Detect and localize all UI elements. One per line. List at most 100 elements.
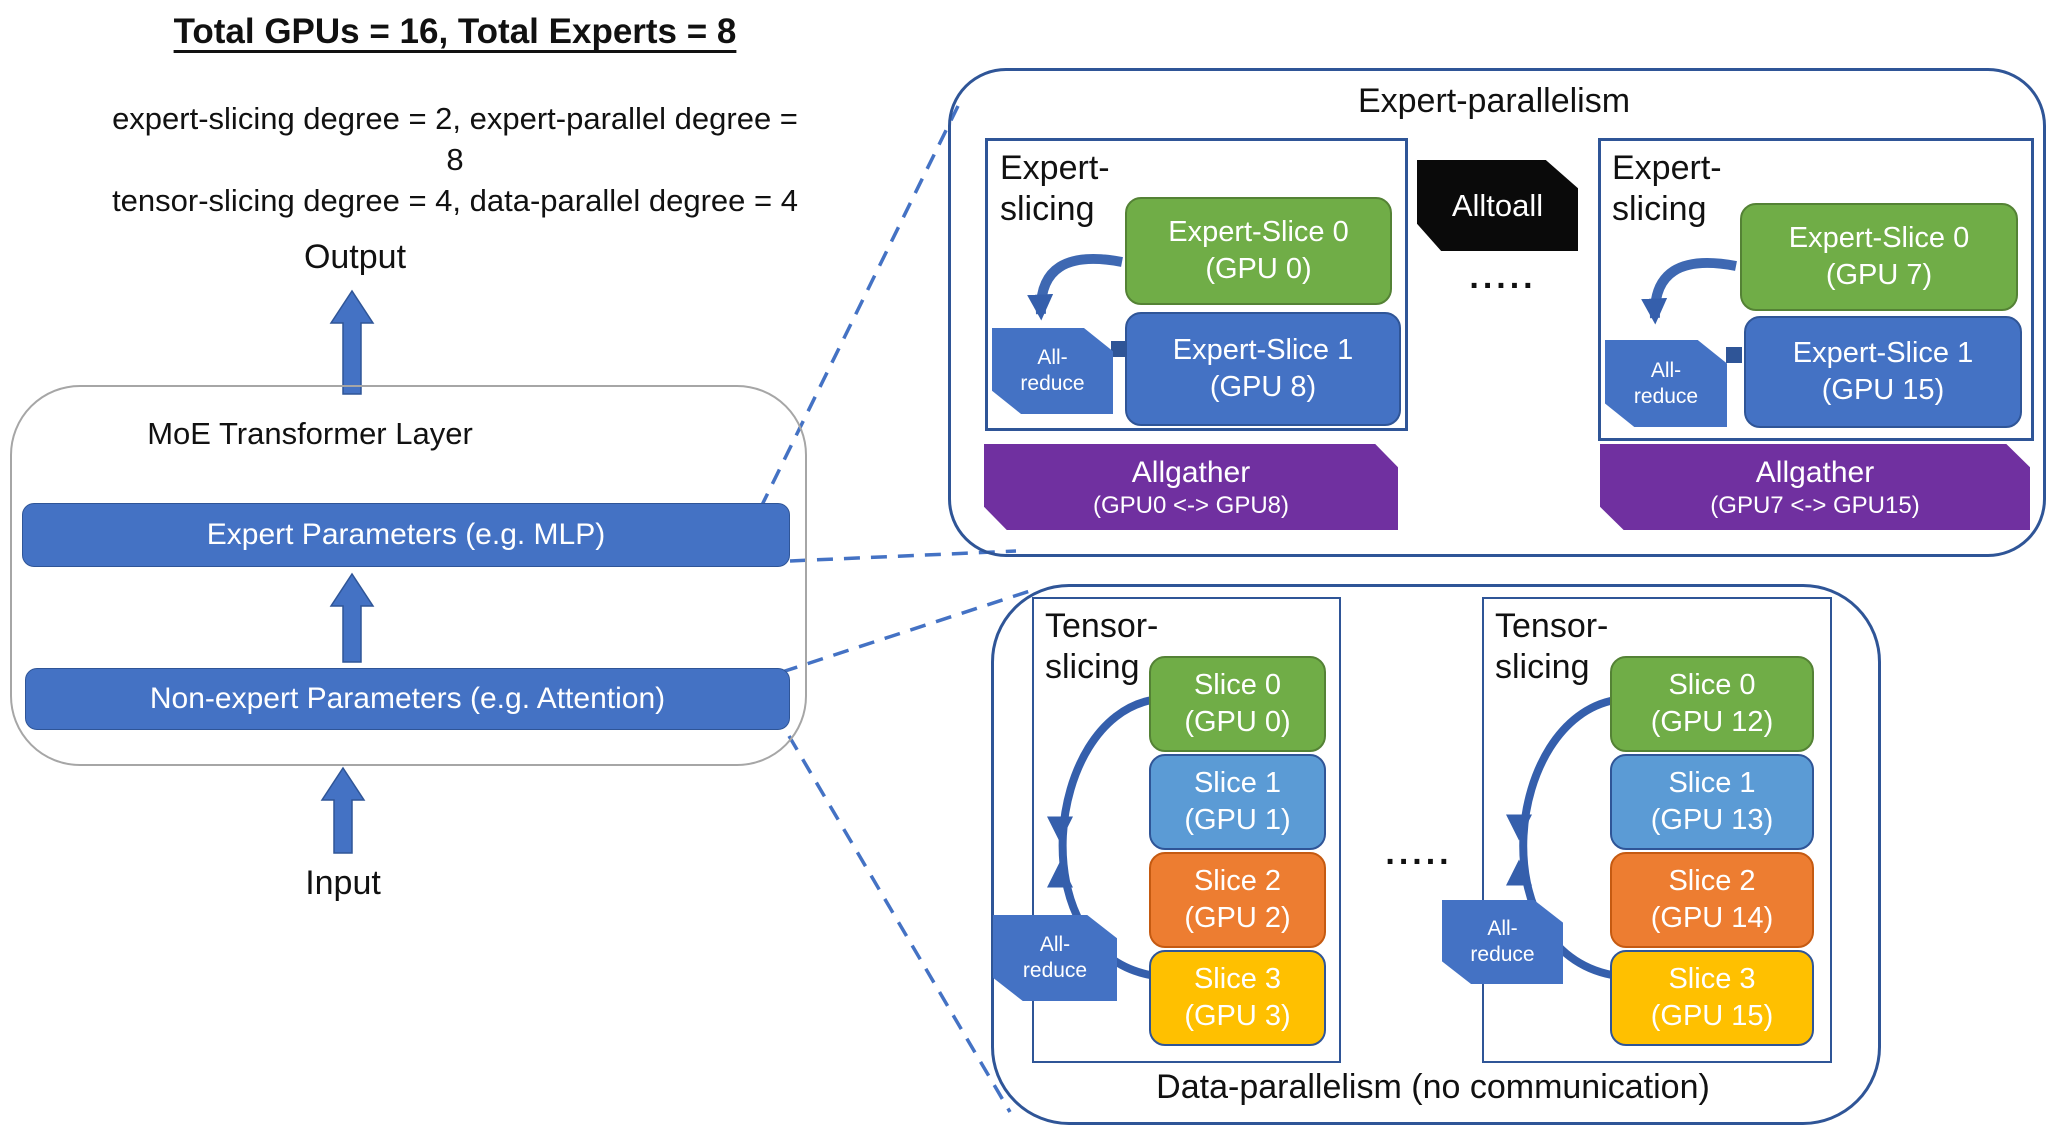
allreduce-badge-tensor-left-line1: All-	[1039, 933, 1071, 956]
tensor-slice-3-gpu15-name: Slice 3	[1668, 963, 1756, 995]
expert-slicing-label-right-line2: slicing	[1612, 190, 1707, 228]
inter-layer-arrow-icon	[329, 572, 375, 663]
expert-slicing-label-left-line1: Expert-	[1000, 149, 1110, 187]
tensor-slicing-label-right-line1: Tensor-	[1495, 607, 1609, 645]
allgather-right-gpus: (GPU7 <-> GPU15)	[1710, 491, 1920, 519]
tensor-slice-1-gpu13-name: Slice 1	[1668, 767, 1756, 799]
config-summary: expert-slicing degree = 2, expert-parall…	[30, 98, 880, 221]
tensor-slice-2-gpu2-gpu: (GPU 2)	[1184, 902, 1291, 934]
tensor-slicing-label-left: Tensor- slicing	[1045, 606, 1158, 688]
ellipsis-expert-groups: .....	[1469, 258, 1537, 296]
tensor-slicing-label-left-line1: Tensor-	[1045, 607, 1159, 645]
config-line-1: expert-slicing degree = 2, expert-parall…	[112, 101, 798, 136]
expert-slice-1-gpu15-name: Expert-Slice 1	[1792, 337, 1974, 369]
tensor-slicing-label-right-line2: slicing	[1495, 648, 1590, 686]
output-arrow-icon	[329, 289, 375, 395]
data-parallelism-title: Data-parallelism (no communication)	[1156, 1068, 1710, 1106]
tensor-slice-1-gpu1-gpu: (GPU 1)	[1184, 804, 1291, 836]
expert-slicing-label-left: Expert- slicing	[1000, 148, 1110, 230]
moe-transformer-layer-box	[10, 385, 807, 766]
expert-slice-0-gpu0-gpu: (GPU 0)	[1205, 253, 1312, 285]
tensor-slice-0-gpu12: Slice 0 (GPU 12)	[1610, 656, 1814, 752]
allgather-left-gpus: (GPU0 <-> GPU8)	[1092, 491, 1290, 519]
output-label: Output	[303, 238, 407, 276]
allgather-left-title: Allgather	[1131, 455, 1251, 489]
tensor-slice-0-gpu12-name: Slice 0	[1668, 669, 1756, 701]
expert-slice-0-gpu0-name: Expert-Slice 0	[1168, 216, 1349, 248]
allreduce-badge-tensor-right-line2: reduce	[1470, 943, 1535, 966]
expert-slice-0-gpu7-gpu: (GPU 7)	[1825, 259, 1933, 291]
expert-parallelism-container	[948, 68, 2046, 557]
expert-parallelism-title: Expert-parallelism	[1357, 82, 1631, 120]
tensor-slice-1-gpu13: Slice 1 (GPU 13)	[1610, 754, 1814, 850]
alltoall-badge: Alltoall	[1417, 160, 1578, 251]
expert-slice-0-gpu7-name: Expert-Slice 0	[1788, 222, 1970, 254]
allreduce-connector-left	[1111, 341, 1127, 357]
allreduce-curved-arrow-right	[1641, 258, 1737, 325]
tensor-slice-2-gpu2-name: Slice 2	[1193, 865, 1282, 897]
expert-parameters-bar: Expert Parameters (e.g. MLP)	[22, 503, 790, 567]
expert-slicing-box-right	[1598, 138, 2034, 441]
allreduce-badge-expert-right: All- reduce	[1605, 340, 1727, 427]
tensor-slice-3-gpu3-gpu: (GPU 3)	[1184, 1000, 1291, 1032]
input-arrow-icon	[320, 766, 366, 854]
expert-slice-0-gpu7: Expert-Slice 0 (GPU 7)	[1740, 203, 2018, 311]
allgather-right-title: Allgather	[1755, 455, 1875, 489]
tensor-slicing-label-left-line2: slicing	[1045, 648, 1140, 686]
tensor-slice-1-gpu1: Slice 1 (GPU 1)	[1149, 754, 1326, 850]
ellipsis-tensor-groups: .....	[1385, 834, 1453, 872]
input-label: Input	[305, 864, 381, 902]
tensor-slicing-box-left	[1032, 597, 1341, 1063]
allreduce-curved-arrow-left	[1027, 254, 1123, 321]
tensor-slice-0-gpu12-gpu: (GPU 12)	[1650, 706, 1774, 738]
allreduce-badge-expert-left-line1: All-	[1037, 346, 1068, 369]
callout-dash-expert-bottom	[789, 549, 1017, 563]
allgather-bar-left: Allgather (GPU0 <-> GPU8)	[984, 444, 1398, 530]
allreduce-badge-tensor-left-line2: reduce	[1022, 959, 1088, 982]
expert-slice-1-gpu15-gpu: (GPU 15)	[1821, 374, 1945, 406]
tensor-slice-3-gpu3: Slice 3 (GPU 3)	[1149, 950, 1326, 1046]
tensor-slice-3-gpu15-gpu: (GPU 15)	[1650, 1000, 1774, 1032]
tensor-slice-3-gpu3-name: Slice 3	[1193, 963, 1282, 995]
expert-slice-1-gpu8-gpu: (GPU 8)	[1209, 371, 1317, 403]
allreduce-connector-right	[1726, 347, 1742, 363]
tensor-slicing-label-right: Tensor- slicing	[1495, 606, 1608, 688]
allreduce-badge-tensor-left: All- reduce	[993, 915, 1117, 1001]
config-line-2: tensor-slicing degree = 4, data-parallel…	[112, 183, 798, 218]
callout-dash-nonexpert-bottom	[787, 735, 1012, 1113]
allgather-bar-right: Allgather (GPU7 <-> GPU15)	[1600, 444, 2030, 530]
tensor-slice-1-gpu1-name: Slice 1	[1193, 767, 1282, 799]
tensor-slice-2-gpu14-name: Slice 2	[1668, 865, 1756, 897]
expert-slice-1-gpu15: Expert-Slice 1 (GPU 15)	[1744, 316, 2022, 428]
allreduce-badge-expert-left-line2: reduce	[1020, 372, 1085, 395]
tensor-slice-0-gpu0: Slice 0 (GPU 0)	[1149, 656, 1326, 752]
allreduce-badge-expert-right-line1: All-	[1650, 358, 1682, 382]
expert-slicing-box-left	[985, 138, 1408, 431]
expert-slicing-label-right: Expert- slicing	[1612, 148, 1722, 230]
allreduce-badge-expert-left: All- reduce	[992, 328, 1113, 414]
callout-dash-expert-top	[760, 105, 960, 506]
page-title: Total GPUs = 16, Total Experts = 8	[173, 12, 737, 51]
expert-slicing-label-left-line2: slicing	[1000, 190, 1095, 228]
expert-slice-0-gpu0: Expert-Slice 0 (GPU 0)	[1125, 197, 1392, 305]
expert-slicing-label-right-line1: Expert-	[1612, 149, 1722, 187]
data-parallelism-container	[991, 584, 1881, 1125]
allreduce-badge-tensor-right-line1: All-	[1487, 917, 1518, 940]
allreduce-badge-expert-right-line2: reduce	[1633, 384, 1699, 408]
expert-slice-1-gpu8: Expert-Slice 1 (GPU 8)	[1125, 312, 1401, 426]
tensor-slice-3-gpu15: Slice 3 (GPU 15)	[1610, 950, 1814, 1046]
tensor-slice-2-gpu14: Slice 2 (GPU 14)	[1610, 852, 1814, 948]
tensor-slice-1-gpu13-gpu: (GPU 13)	[1650, 804, 1774, 836]
callout-dash-nonexpert-top	[781, 587, 1037, 674]
tensor-slicing-box-right	[1482, 597, 1832, 1063]
nonexpert-parameters-bar: Non-expert Parameters (e.g. Attention)	[25, 668, 790, 730]
allreduce-badge-tensor-right: All- reduce	[1442, 900, 1563, 984]
expert-slice-1-gpu8-name: Expert-Slice 1	[1172, 334, 1354, 366]
tensor-slice-0-gpu0-name: Slice 0	[1193, 669, 1282, 701]
tensor-slice-2-gpu14-gpu: (GPU 14)	[1650, 902, 1774, 934]
tensor-slice-2-gpu2: Slice 2 (GPU 2)	[1149, 852, 1326, 948]
tensor-slice-0-gpu0-gpu: (GPU 0)	[1184, 706, 1291, 738]
moe-layer-title: MoE Transformer Layer	[147, 416, 473, 451]
